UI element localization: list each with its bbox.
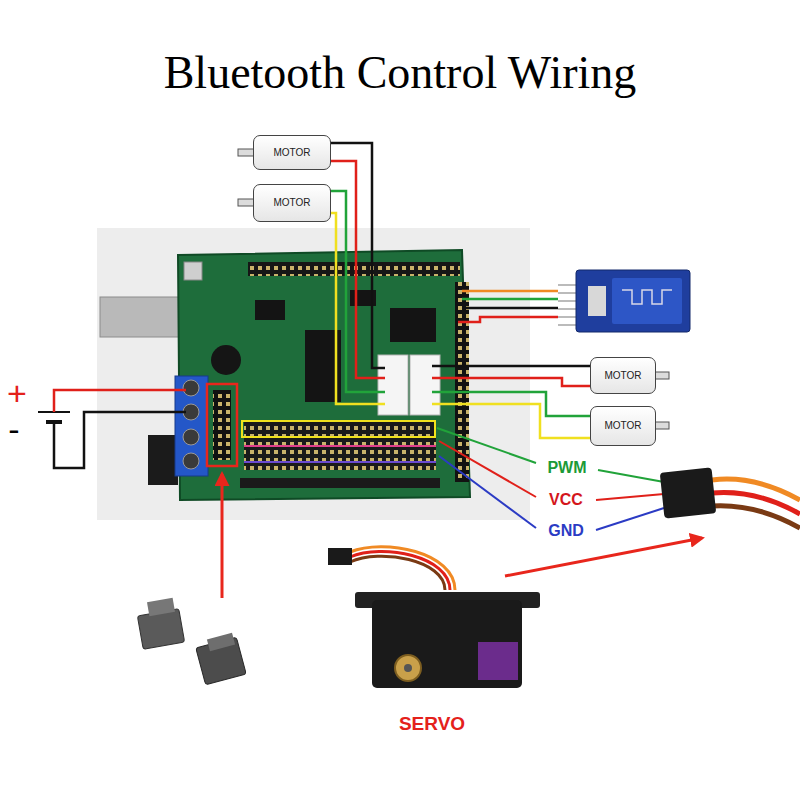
signal-name: GND xyxy=(546,522,586,539)
pin-header xyxy=(240,478,440,488)
label-holder: PWM xyxy=(545,459,588,477)
wire xyxy=(458,317,558,322)
servo-body xyxy=(372,600,522,688)
wire xyxy=(432,365,591,368)
pin-header xyxy=(248,262,460,276)
module-pin xyxy=(558,316,576,318)
polarity-sign: + xyxy=(5,374,29,412)
usb-port xyxy=(100,297,182,337)
pin-row-stripe xyxy=(244,445,436,447)
motor-terminal xyxy=(378,355,408,415)
wire xyxy=(330,213,385,404)
wire xyxy=(596,508,664,530)
wire xyxy=(54,412,186,468)
jumper-header xyxy=(213,390,231,460)
module-pin xyxy=(558,300,576,302)
crystal xyxy=(184,262,202,280)
module-pin xyxy=(558,308,576,310)
servo-pin-rows xyxy=(244,422,436,470)
screw xyxy=(183,453,199,469)
module-pin xyxy=(558,284,576,286)
polarity-sign: - xyxy=(6,410,21,448)
wire xyxy=(439,456,536,528)
motor-shaft xyxy=(238,199,254,206)
wire xyxy=(437,428,536,463)
jumper-header xyxy=(213,390,231,460)
wire xyxy=(330,161,385,378)
motor-shaft xyxy=(238,149,254,156)
servo-plug xyxy=(328,548,352,565)
servo-horn xyxy=(404,664,412,672)
pcb-board xyxy=(178,250,470,500)
module-pin xyxy=(558,324,576,326)
part-name: SERVO xyxy=(397,713,467,734)
label-holder: SERVO xyxy=(397,714,467,735)
motor-label: MOTOR xyxy=(604,370,641,382)
label-holder: VCC xyxy=(547,491,585,509)
jumper-cap xyxy=(137,609,184,650)
pointer-arrow xyxy=(221,474,224,598)
bluetooth-board xyxy=(612,278,682,324)
servo-cable xyxy=(712,506,800,528)
motor-body: MOTOR xyxy=(253,135,331,170)
power-jack xyxy=(148,435,178,485)
signal-name: PWM xyxy=(545,459,588,476)
wire xyxy=(330,143,385,368)
module-pin xyxy=(558,292,576,294)
ic-chip xyxy=(255,300,285,320)
highlight-box xyxy=(207,384,237,466)
servo-cable xyxy=(350,551,450,590)
wire xyxy=(462,298,558,301)
motor-body: MOTOR xyxy=(590,406,656,446)
motor-label: MOTOR xyxy=(273,147,310,159)
wire xyxy=(432,378,591,386)
wire xyxy=(462,307,558,310)
pointer-arrow xyxy=(505,538,702,576)
motor-label: MOTOR xyxy=(273,197,310,209)
label-holder: GND xyxy=(546,522,586,540)
title-holder: Bluetooth Control Wiring xyxy=(164,46,637,99)
motor-body: MOTOR xyxy=(590,357,656,394)
inductor xyxy=(211,345,241,375)
pin-row-stripe xyxy=(244,461,436,463)
servo-pin-rows xyxy=(244,422,436,470)
servo-horn xyxy=(395,655,421,681)
jumper-cap xyxy=(147,598,175,616)
motor-label: MOTOR xyxy=(604,420,641,432)
screw xyxy=(183,429,199,445)
antenna-trace xyxy=(622,290,672,304)
pin-header xyxy=(248,262,460,276)
wire xyxy=(462,290,558,293)
label-holder: + xyxy=(5,375,29,412)
bluetooth-module xyxy=(576,270,690,332)
jumper-cap xyxy=(207,633,235,651)
motor-shaft xyxy=(655,422,669,429)
wire xyxy=(598,470,664,482)
diagram-title: Bluetooth Control Wiring xyxy=(164,47,637,98)
servo-label xyxy=(478,642,518,680)
highlight-box xyxy=(242,421,435,437)
wire xyxy=(596,494,664,500)
driver-chip xyxy=(390,308,436,342)
motor-shaft xyxy=(655,372,669,379)
signal-name: VCC xyxy=(547,491,585,508)
wire xyxy=(439,441,536,497)
module-chip xyxy=(588,286,606,316)
servo-connector xyxy=(660,467,717,518)
motor-body: MOTOR xyxy=(253,184,331,222)
screw xyxy=(183,380,199,396)
label-holder: - xyxy=(6,411,21,448)
motor-terminal xyxy=(410,355,440,415)
wire xyxy=(330,191,385,392)
wire xyxy=(54,390,186,412)
servo-cable xyxy=(350,547,455,590)
wire xyxy=(432,404,591,438)
